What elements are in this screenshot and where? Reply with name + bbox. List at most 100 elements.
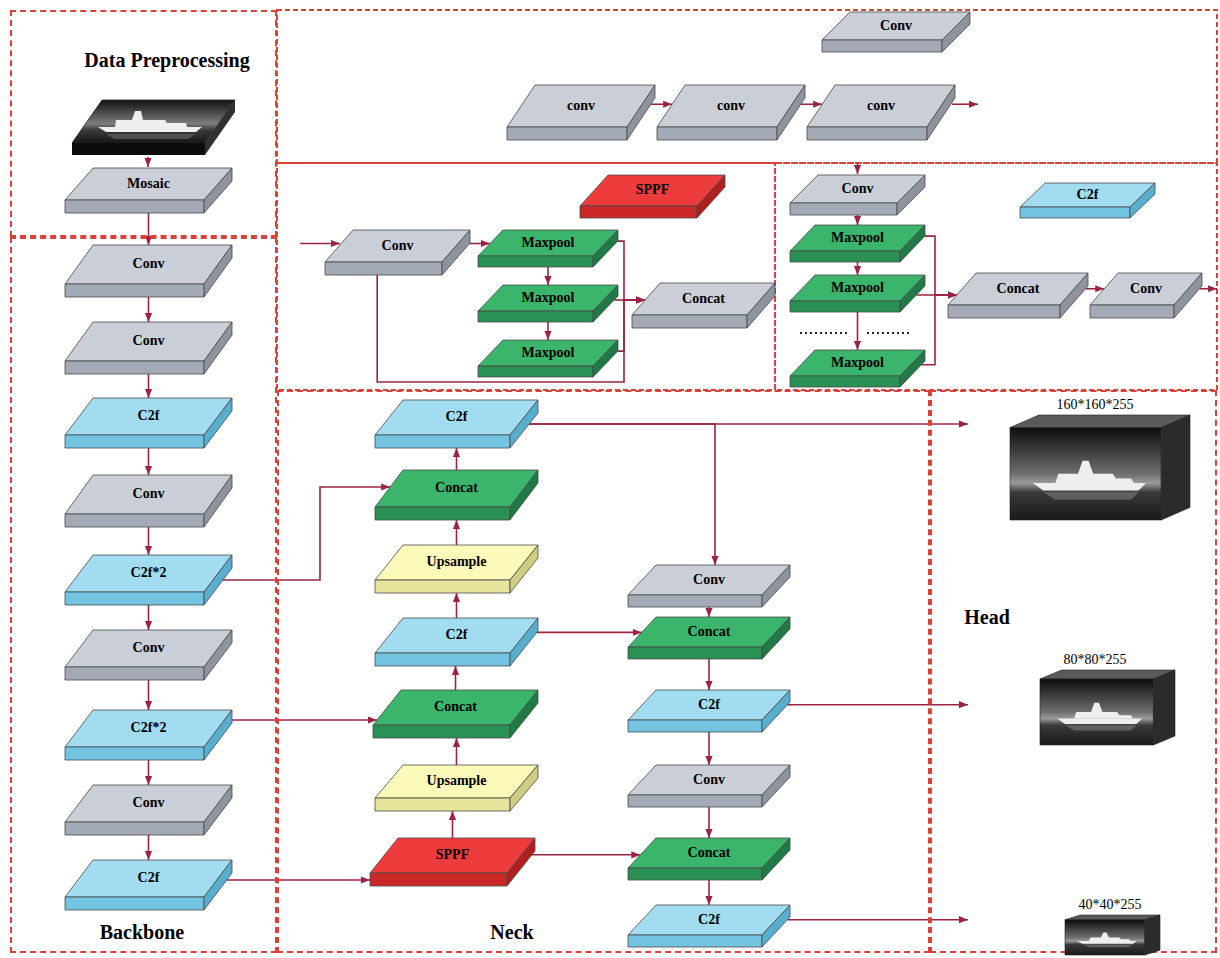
figure-front-face	[1010, 428, 1161, 520]
layer-name: Conv	[133, 486, 165, 502]
label-holder: SPPF	[384, 838, 521, 873]
output-arrow	[1200, 288, 1217, 290]
layer-block: Concat	[373, 690, 538, 738]
arrow-connector	[787, 704, 968, 706]
layer-block: Conv	[1090, 273, 1202, 318]
arrow-connector	[148, 527, 150, 555]
block-side-face	[777, 85, 805, 140]
block-top-face	[375, 618, 538, 653]
block-front-face	[65, 514, 204, 527]
layer-name: Maxpool	[522, 290, 575, 306]
block-top-face	[375, 400, 538, 435]
ship-reflection	[1083, 944, 1133, 947]
section-frame	[775, 163, 1217, 390]
arrow-connector	[857, 312, 859, 350]
layer-name: Maxpool	[522, 345, 575, 361]
layer-block: Conv	[822, 12, 970, 52]
layer-block: Concat	[628, 617, 790, 659]
label-holder: Conv	[339, 230, 456, 262]
arrow-connector	[456, 448, 458, 470]
block-front-face	[790, 376, 900, 387]
label-holder: Maxpool	[491, 230, 606, 256]
block-front-face	[628, 935, 762, 947]
block-side-face	[204, 475, 232, 527]
arrow-connector	[456, 738, 458, 765]
layer-name: conv	[717, 98, 745, 114]
block-side-face	[627, 85, 655, 140]
layer-block: Concat	[628, 838, 790, 880]
layer-name: Concat	[434, 699, 477, 715]
layer-block: Maxpool	[478, 230, 618, 267]
block-side-face	[747, 283, 775, 328]
layer-block: Conv	[65, 475, 232, 527]
layer-name: Conv	[1130, 281, 1162, 297]
arrow-connector	[148, 213, 150, 245]
label-holder: Conv	[79, 245, 218, 284]
label-holder: Concat	[389, 470, 524, 507]
layer-name: SPPF	[436, 847, 469, 863]
layer-block: Conv	[65, 322, 232, 374]
layer-name: Conv	[842, 181, 874, 197]
section-title: Backbone	[100, 921, 184, 944]
input-arrow	[300, 243, 340, 245]
arrow-connector	[223, 487, 390, 580]
block-top-face	[65, 245, 232, 284]
arrow-connector	[547, 322, 549, 340]
layer-name: C2f	[698, 912, 720, 928]
layer-name: Conv	[133, 640, 165, 656]
layer-name: Conv	[133, 795, 165, 811]
layer-name: C2f	[138, 408, 160, 424]
block-front-face	[1090, 305, 1174, 318]
layer-name: Concat	[682, 291, 725, 307]
block-side-face	[593, 230, 618, 267]
label-holder: Maxpool	[491, 285, 606, 311]
block-side-face	[900, 350, 925, 387]
block-side-face	[510, 690, 538, 738]
block-top-face	[375, 470, 538, 507]
block-side-face	[204, 630, 232, 680]
section-title: Head	[964, 606, 1010, 629]
layer-name: conv	[867, 98, 895, 114]
layer-block: conv	[507, 85, 655, 140]
arrow-connector	[532, 854, 640, 856]
label-holder: Concat	[642, 838, 776, 868]
block-front-face	[628, 795, 762, 807]
section-frame	[277, 10, 1217, 163]
feature-map: 160*160*255	[968, 395, 1208, 523]
block-front-face	[65, 361, 204, 374]
block-side-face	[942, 12, 970, 52]
layer-name: Maxpool	[831, 230, 884, 246]
block-side-face	[442, 230, 470, 275]
block-front-face	[65, 747, 204, 760]
block-front-face	[790, 251, 900, 262]
block-top-face	[373, 690, 538, 725]
arrow-connector	[708, 807, 710, 838]
label-holder: Concat	[642, 617, 776, 647]
section-title: Neck	[490, 921, 533, 944]
layer-name: Upsample	[427, 554, 487, 570]
block-front-face	[790, 301, 900, 312]
label-holder: Maxpool	[803, 350, 913, 376]
arrow-connector	[708, 659, 710, 690]
layer-block: Conv	[628, 565, 790, 607]
ship-superstructure	[1055, 461, 1134, 483]
layer-block: SPPF	[580, 175, 725, 218]
arrow-connector	[456, 520, 458, 545]
image-side	[205, 100, 235, 155]
block-top-face	[65, 398, 232, 435]
section-frame: ConvConvC2fConvC2f*2ConvC2f*2ConvC2fBack…	[10, 237, 277, 953]
layer-name: Upsample	[427, 773, 487, 789]
block-side-face	[1130, 183, 1155, 218]
block-front-face	[790, 203, 897, 215]
label-holder: Data Preprocessing	[84, 49, 249, 72]
arrow-connector	[470, 243, 490, 245]
layer-name: C2f	[446, 627, 468, 643]
image-edge	[72, 143, 205, 155]
ship-hull	[1057, 719, 1142, 724]
label-holder: C2f	[1033, 183, 1143, 207]
layer-name: C2f	[1077, 187, 1099, 203]
layer-name: Concat	[688, 845, 731, 861]
ship-reflection	[106, 134, 196, 139]
